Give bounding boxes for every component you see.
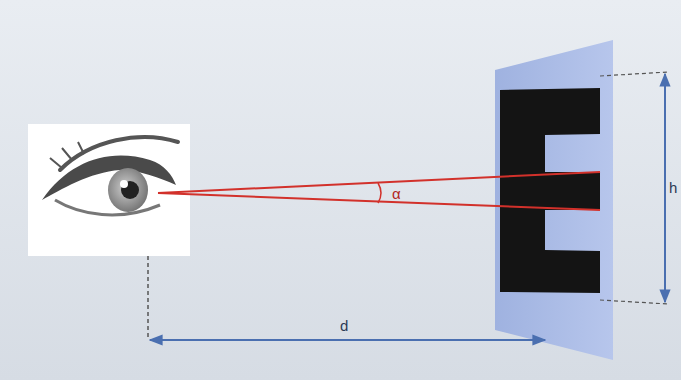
chart-panel: [495, 40, 613, 360]
angle-arc: [378, 183, 381, 203]
eye-picture: [28, 124, 190, 256]
distance-dimension: [148, 256, 545, 340]
letter-e: [500, 88, 600, 293]
height-dimension: [600, 72, 668, 304]
height-label: h: [669, 180, 677, 195]
sight-lines: [158, 172, 600, 210]
angle-label: α: [392, 186, 401, 201]
distance-label: d: [340, 318, 348, 333]
